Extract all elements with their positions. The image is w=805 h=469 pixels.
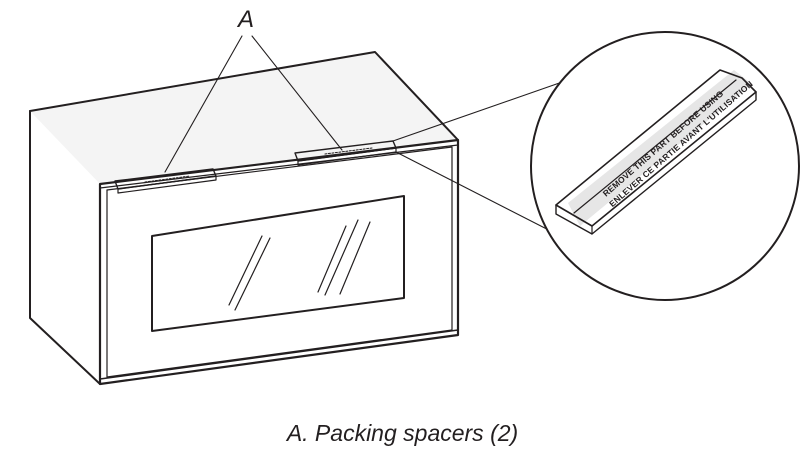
callout-letter: A bbox=[236, 6, 254, 33]
figure-caption: A. Packing spacers (2) bbox=[286, 420, 519, 446]
microwave-oven-icon bbox=[29, 51, 460, 386]
packing-spacer-left bbox=[114, 168, 217, 194]
magnifier-detail-circle: REMOVE THIS PART BEFORE USING ENLEVER CE… bbox=[530, 31, 800, 301]
callout-a: A bbox=[164, 6, 343, 173]
